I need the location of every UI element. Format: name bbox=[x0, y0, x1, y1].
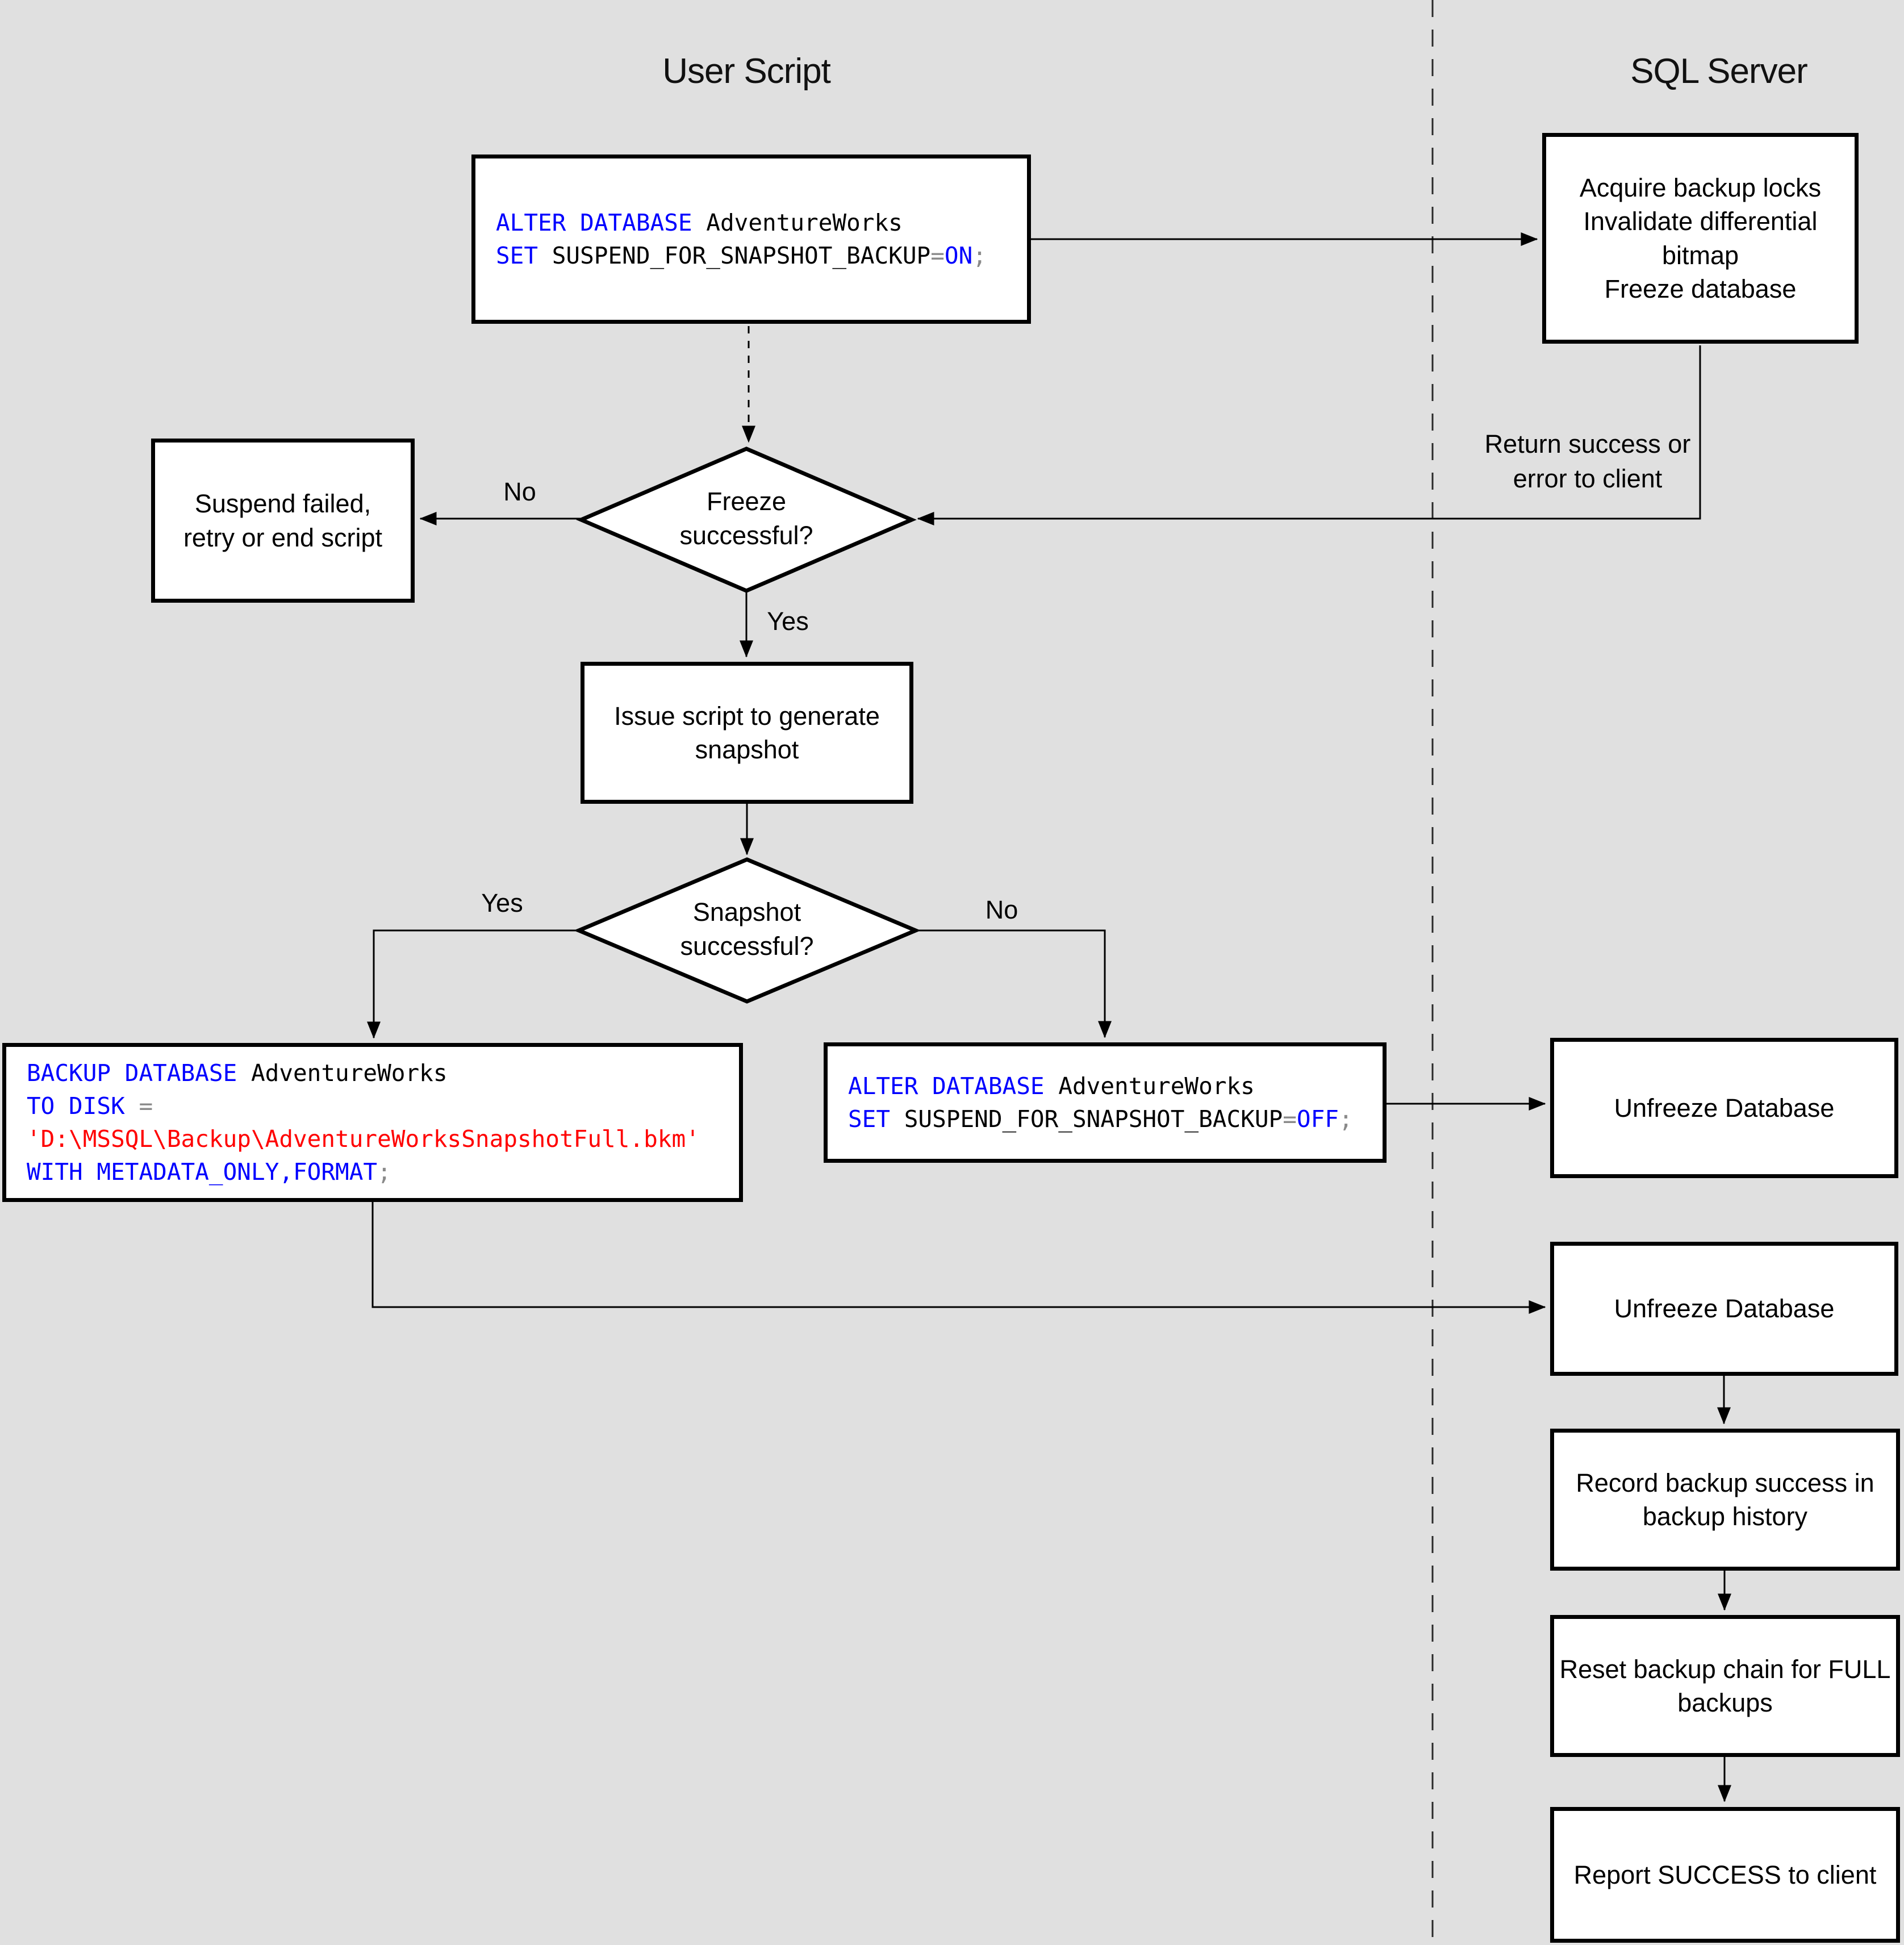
connector-acquire-to-freeze-decision bbox=[917, 345, 1701, 525]
reset-backup-chain-label: Reset backup chain for FULL backups bbox=[1559, 1654, 1891, 1717]
connector-backup-to-unfreeze-2 bbox=[371, 1202, 1546, 1314]
reset-backup-chain-box: Reset backup chain for FULL backups bbox=[1550, 1615, 1900, 1757]
record-backup-success-box: Record backup success in backup history bbox=[1550, 1429, 1900, 1571]
issue-script-label: Issue script to generate snapshot bbox=[614, 701, 880, 764]
unfreeze-database-box-2: Unfreeze Database bbox=[1550, 1242, 1898, 1376]
connector-snapshot-yes-to-backup bbox=[367, 929, 579, 1039]
freeze-yes-label: Yes bbox=[767, 607, 809, 636]
freeze-successful-label: Freeze successful? bbox=[679, 487, 813, 550]
snapshot-successful-diamond bbox=[574, 857, 921, 1004]
issue-script-box: Issue script to generate snapshot bbox=[581, 662, 913, 804]
unfreeze-database-label-1: Unfreeze Database bbox=[1614, 1093, 1835, 1122]
suspend-failed-label: Suspend failed, retry or end script bbox=[183, 489, 383, 552]
connector-snapshot-no-to-suspend-off bbox=[916, 929, 1112, 1038]
lane-title-user-script: User Script bbox=[662, 52, 831, 91]
snapshot-successful-label: Snapshot successful? bbox=[680, 898, 814, 961]
snapshot-no-label: No bbox=[985, 895, 1018, 924]
unfreeze-database-box-1: Unfreeze Database bbox=[1550, 1038, 1898, 1178]
acquire-backup-locks-box: Acquire backup locks Invalidate differen… bbox=[1542, 133, 1859, 344]
report-success-box: Report SUCCESS to client bbox=[1550, 1807, 1900, 1943]
record-backup-success-label: Record backup success in backup history bbox=[1576, 1468, 1874, 1531]
suspend-failed-box: Suspend failed, retry or end script bbox=[151, 439, 415, 603]
return-success-label: Return success or error to client bbox=[1484, 429, 1691, 493]
acquire-backup-locks-label: Acquire backup locks Invalidate differen… bbox=[1579, 173, 1822, 303]
lane-title-sql-server: SQL Server bbox=[1630, 52, 1808, 91]
report-success-label: Report SUCCESS to client bbox=[1573, 1860, 1877, 1889]
unfreeze-database-label-2: Unfreeze Database bbox=[1614, 1294, 1835, 1324]
freeze-no-label: No bbox=[503, 477, 536, 506]
snapshot-yes-label: Yes bbox=[481, 888, 523, 917]
